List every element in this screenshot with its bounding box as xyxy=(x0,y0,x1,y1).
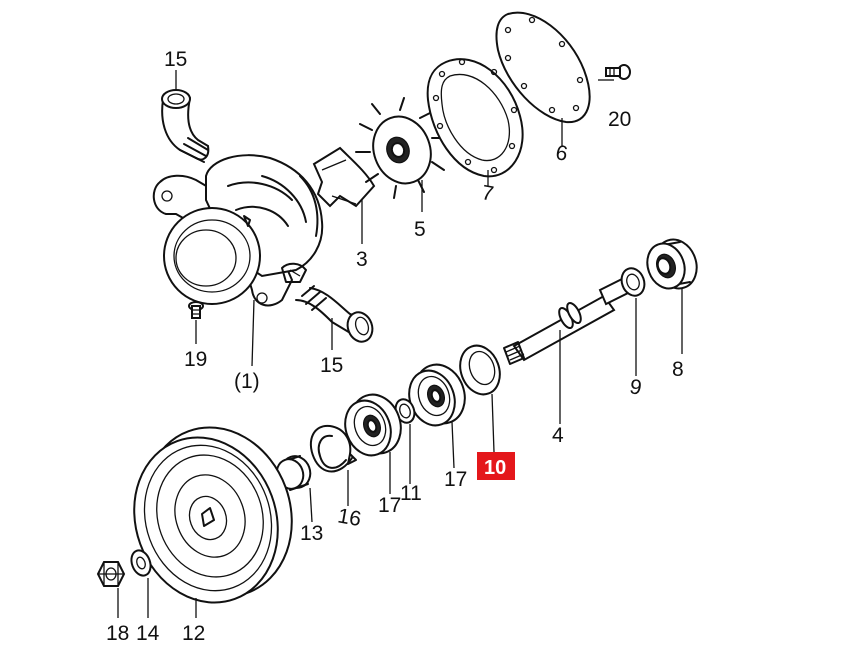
label-part-12: 12 xyxy=(182,622,205,645)
part-13-spacer[interactable] xyxy=(273,452,315,492)
part-15-lower-elbow[interactable] xyxy=(295,285,376,345)
label-part-3: 3 xyxy=(356,248,368,271)
label-part-7: 7 xyxy=(480,181,496,206)
label-part-14: 14 xyxy=(136,622,160,645)
leader-lines xyxy=(117,70,683,618)
part-17-right-bearing[interactable] xyxy=(402,358,473,432)
part-12-pulley[interactable] xyxy=(111,407,315,623)
label-part-10: 10 xyxy=(484,457,506,479)
label-part-5: 5 xyxy=(414,218,426,241)
label-part-13: 13 xyxy=(300,522,323,545)
label-part-4: 4 xyxy=(552,424,564,447)
label-part-15-top: 15 xyxy=(164,48,187,71)
label-part-19: 19 xyxy=(184,348,207,371)
label-part-1: (1) xyxy=(234,370,260,393)
part-10-ring[interactable] xyxy=(454,340,507,400)
label-part-9: 9 xyxy=(628,375,644,400)
part-8-seal[interactable] xyxy=(641,234,703,295)
label-part-6: 6 xyxy=(554,141,570,166)
label-part-15-bottom: 15 xyxy=(320,354,343,377)
part-16-snap-ring[interactable] xyxy=(309,424,357,473)
part-14-washer[interactable] xyxy=(128,548,154,579)
label-part-11: 11 xyxy=(400,482,422,505)
part-20-screw[interactable] xyxy=(605,64,631,80)
label-part-20: 20 xyxy=(608,108,631,131)
part-10-highlight-box xyxy=(477,452,515,480)
part-17-left-bearing[interactable] xyxy=(338,388,409,462)
label-part-8: 8 xyxy=(672,358,684,381)
part-5-impeller[interactable] xyxy=(355,97,447,199)
part-9-washer[interactable] xyxy=(618,265,648,299)
part-6-cover-plate[interactable] xyxy=(495,11,591,124)
label-part-17-left: 17 xyxy=(378,494,401,517)
part-1-pump-housing[interactable] xyxy=(152,154,324,307)
part-15-top-elbow[interactable] xyxy=(161,89,210,163)
part-4-shaft[interactable] xyxy=(503,274,638,365)
part-18-nut[interactable] xyxy=(96,561,126,587)
part-19-bolt[interactable] xyxy=(188,301,204,319)
part-3-cam-plate[interactable] xyxy=(312,146,376,208)
label-part-18: 18 xyxy=(106,622,129,645)
label-part-17-right: 17 xyxy=(444,468,467,491)
part-7-gasket[interactable] xyxy=(426,58,524,178)
label-part-16: 16 xyxy=(336,504,363,531)
